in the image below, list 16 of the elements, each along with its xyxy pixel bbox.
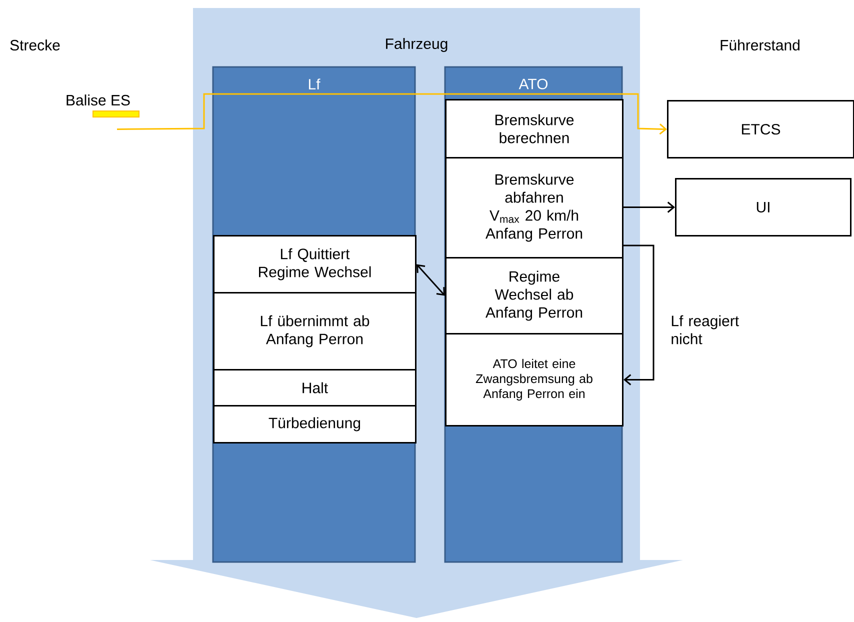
process-box: ETCS bbox=[667, 100, 854, 158]
process-box: Lf Quittiert Regime Wechsel bbox=[213, 235, 416, 294]
process-box: ATO leitet eine Zwangsbremsung ab Anfang Perron ein bbox=[445, 333, 624, 426]
process-box: Türbedienung bbox=[213, 405, 416, 444]
arrow bbox=[416, 264, 445, 296]
arrow bbox=[624, 202, 675, 213]
process-box: Bremskurve berechnen bbox=[445, 99, 624, 158]
process-box: UI bbox=[675, 178, 852, 236]
balise-label: Balise ES bbox=[66, 94, 140, 118]
process-box: Regime Wechsel ab Anfang Perron bbox=[445, 257, 624, 334]
section-heading: Führerstand bbox=[720, 40, 800, 50]
process-box: Halt bbox=[213, 369, 416, 406]
process-box: Bremskurve abfahren V$_{max}$ 20 km/h Anfang Perron bbox=[445, 157, 624, 258]
arrow bbox=[624, 244, 654, 386]
section-heading: Strecke bbox=[10, 40, 60, 50]
arrow bbox=[117, 93, 667, 135]
